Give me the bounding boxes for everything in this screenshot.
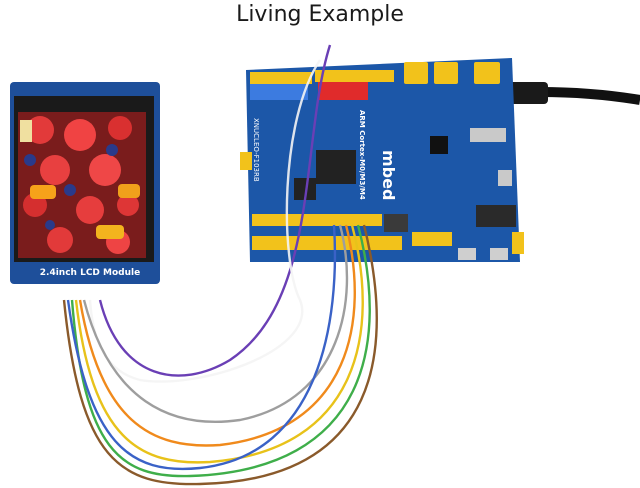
lcd-module-label: 2.4inch LCD Module (39, 268, 141, 278)
lcd-screen-icon (10, 82, 160, 284)
board-brand-text: mbed (379, 150, 398, 201)
jumper-wire-icon (62, 44, 378, 486)
page-title: Living Example (236, 2, 404, 27)
board-nucleo-text: XNUCLEO-F103RB (252, 118, 260, 182)
board-cpu-text: ARM Cortex-M0/M3/M4 (358, 110, 366, 200)
dev-board-icon (240, 58, 524, 262)
